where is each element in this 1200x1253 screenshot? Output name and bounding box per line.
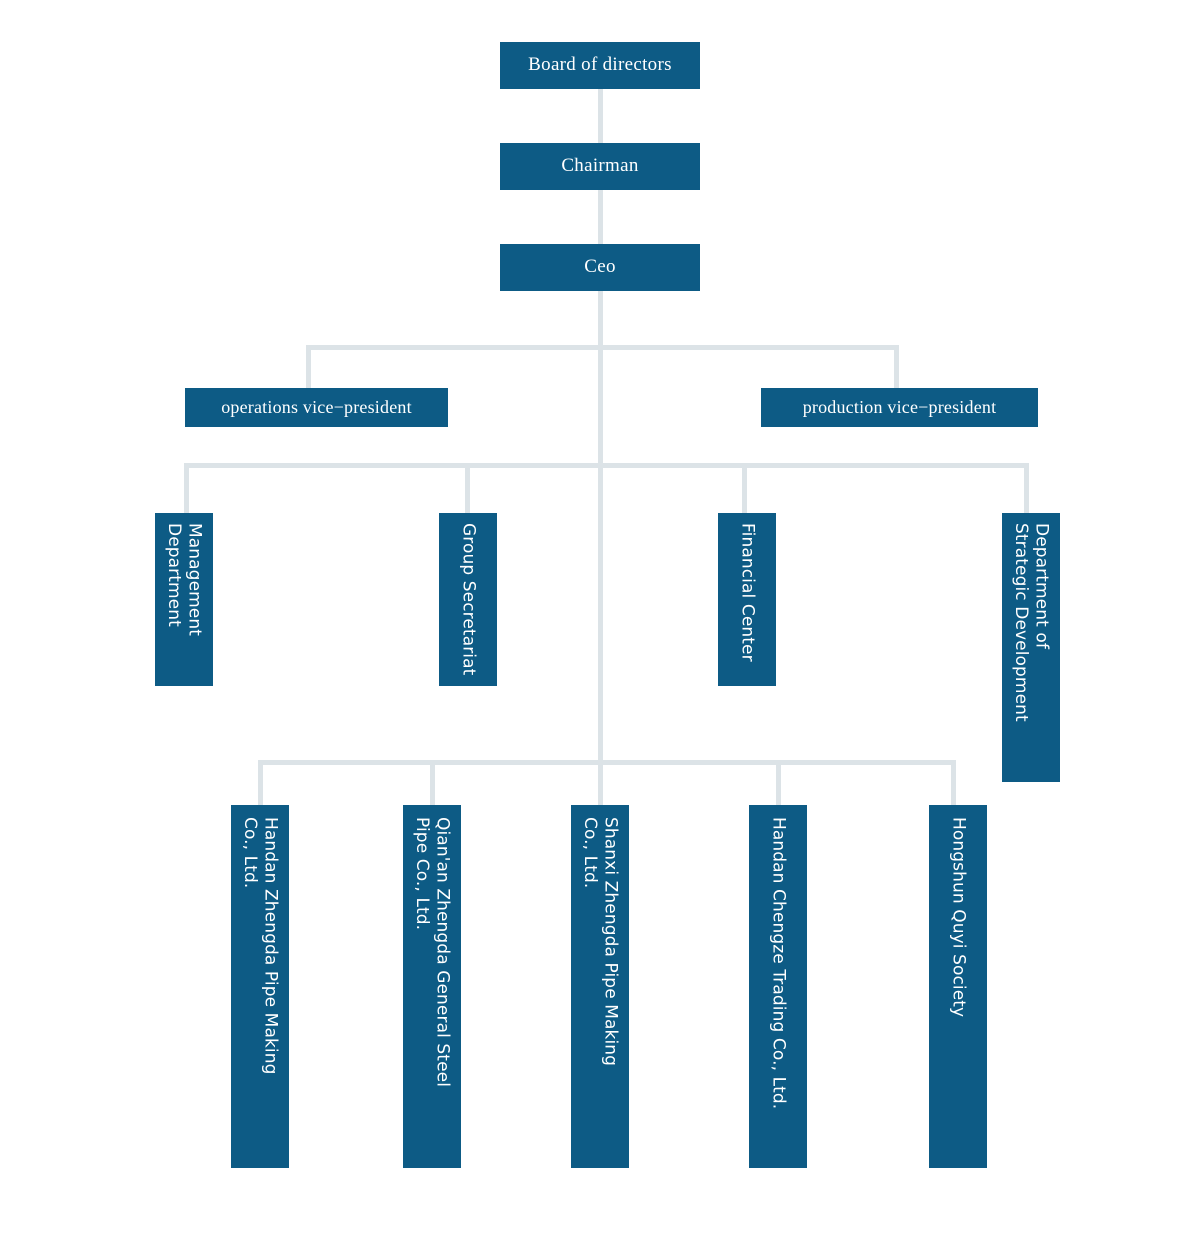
node-label: Management Department bbox=[164, 523, 205, 636]
node-financial-center[interactable]: Financial Center bbox=[718, 513, 776, 686]
connector-chairman-to-ceo bbox=[598, 190, 603, 244]
node-handan-chengze-trading[interactable]: Handan Chengze Trading Co., Ltd. bbox=[749, 805, 807, 1168]
connector-vp-drop-production bbox=[894, 345, 899, 388]
node-label: Handan Zhengda Pipe Making Co., Ltd. bbox=[240, 817, 281, 1075]
node-department-of-strategic-development[interactable]: Department of Strategic Development bbox=[1002, 513, 1060, 782]
connector-subsidiary-drop-3 bbox=[598, 760, 603, 805]
node-label: Department of Strategic Development bbox=[1011, 523, 1052, 722]
node-label: operations vice−president bbox=[221, 396, 412, 417]
connector-subsidiary-bus bbox=[258, 760, 956, 765]
connector-vp-bus bbox=[306, 345, 899, 350]
node-handan-zhengda-pipe-making[interactable]: Handan Zhengda Pipe Making Co., Ltd. bbox=[231, 805, 289, 1168]
node-label: Ceo bbox=[584, 256, 616, 278]
connector-board-to-chairman bbox=[598, 89, 603, 143]
node-qianan-zhengda-general-steel-pipe[interactable]: Qian'an Zhengda General Steel Pipe Co., … bbox=[403, 805, 461, 1168]
connector-subsidiary-drop-4 bbox=[776, 760, 781, 805]
connector-department-drop-secretariat bbox=[465, 463, 470, 513]
node-group-secretariat[interactable]: Group Secretariat bbox=[439, 513, 497, 686]
node-label: production vice−president bbox=[802, 396, 997, 417]
connector-subsidiary-drop-1 bbox=[258, 760, 263, 805]
connector-department-bus bbox=[184, 463, 1029, 468]
node-label: Qian'an Zhengda General Steel Pipe Co., … bbox=[412, 817, 453, 1088]
node-label: Chairman bbox=[561, 155, 639, 177]
node-board-of-directors[interactable]: Board of directors bbox=[500, 42, 700, 89]
node-hongshun-quyi-society[interactable]: Hongshun Quyi Society bbox=[929, 805, 987, 1168]
node-production-vice-president[interactable]: production vice−president bbox=[761, 388, 1038, 427]
node-chairman[interactable]: Chairman bbox=[500, 143, 700, 190]
node-ceo[interactable]: Ceo bbox=[500, 244, 700, 291]
node-operations-vice-president[interactable]: operations vice−president bbox=[185, 388, 448, 427]
node-label: Handan Chengze Trading Co., Ltd. bbox=[768, 817, 789, 1110]
node-management-department[interactable]: Management Department bbox=[155, 513, 213, 686]
connector-department-drop-management bbox=[184, 463, 189, 513]
connector-subsidiary-drop-2 bbox=[430, 760, 435, 805]
connector-vp-drop-operations bbox=[306, 345, 311, 388]
node-label: Board of directors bbox=[528, 54, 672, 76]
connector-subsidiary-drop-5 bbox=[951, 760, 956, 805]
node-label: Group Secretariat bbox=[458, 523, 479, 676]
node-shanxi-zhengda-pipe-making[interactable]: Shanxi Zhengda Pipe Making Co., Ltd. bbox=[571, 805, 629, 1168]
connector-department-drop-financial bbox=[742, 463, 747, 513]
node-label: Financial Center bbox=[737, 523, 758, 662]
connector-department-drop-strategic bbox=[1024, 463, 1029, 513]
connector-ceo-spine bbox=[598, 291, 603, 763]
node-label: Shanxi Zhengda Pipe Making Co., Ltd. bbox=[580, 817, 621, 1067]
node-label: Hongshun Quyi Society bbox=[948, 817, 969, 1018]
